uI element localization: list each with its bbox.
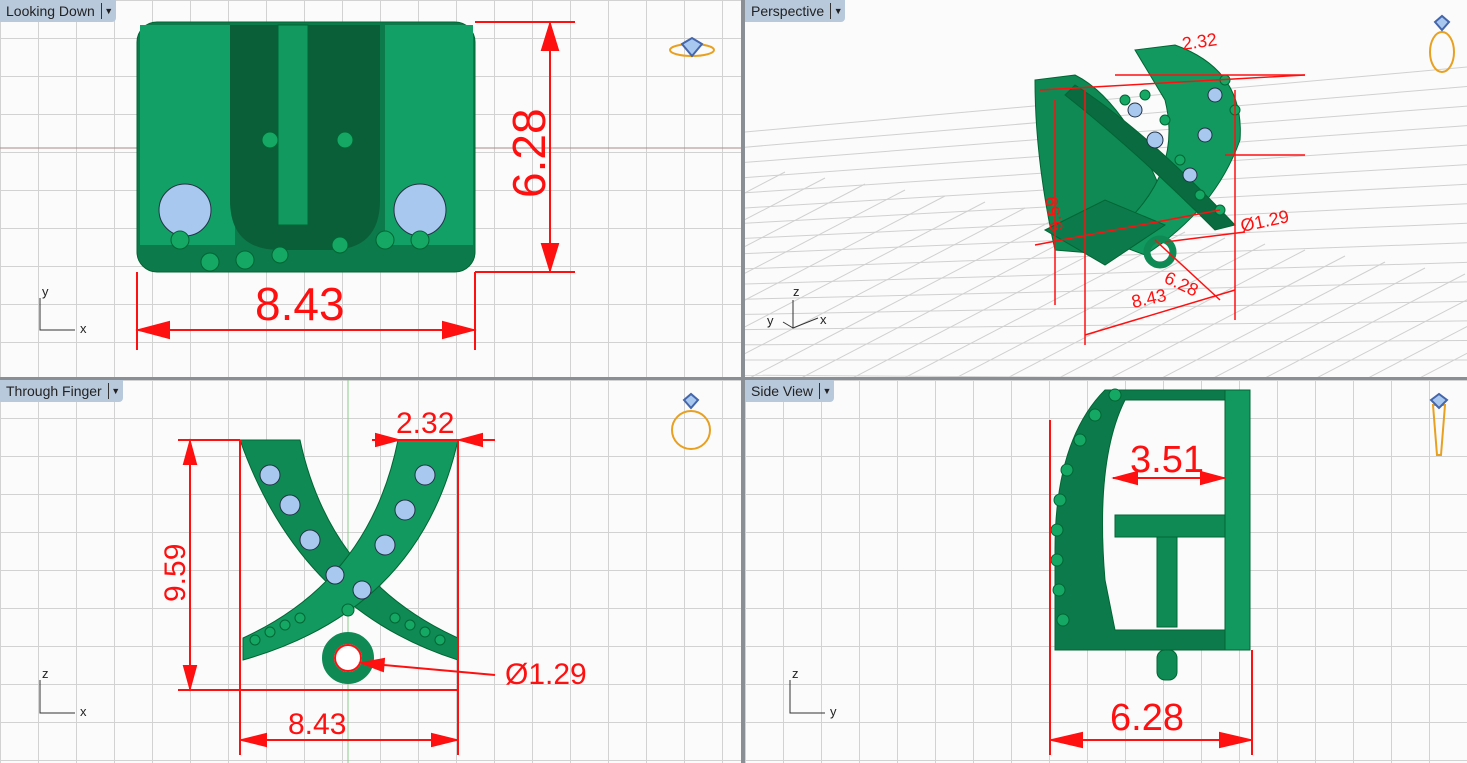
axis-label-z: z [42,666,49,681]
dimension-width-label: 6.28 [1110,697,1184,739]
axis-indicator [789,680,825,714]
viewport-title: Through Finger [6,383,109,399]
viewport-side-view[interactable]: Side View ▼ 3.51 6.28 z y [745,380,1467,763]
ring-front-icon [671,392,711,450]
grid-line [745,183,866,247]
ring-top-icon [669,36,715,58]
axis-label-z: z [793,284,800,299]
grid-line [1368,325,1467,377]
grid-line [745,201,986,328]
grid-line [745,374,1129,377]
dimension-width-label: 8.43 [288,708,346,741]
viewport-through-finger[interactable]: Through Finger ▼ 9.59 2.32 Ø1.29 8.43 z … [0,380,741,763]
ring-side-icon [1429,392,1449,456]
viewport-looking-down[interactable]: Looking Down ▼ 6.28 [0,0,741,377]
model-side-view [1050,388,1251,681]
axis-label-x: x [820,312,827,327]
axis-label-x: x [80,321,87,336]
grid-line [745,339,1467,346]
model-front-view [239,439,459,684]
grid-line [745,171,786,194]
axis-indicator [39,680,75,714]
axis-indicator [39,298,75,331]
grid-line [1285,322,1467,377]
dimension-depth-label: 6.28 [1161,267,1201,300]
grid-line [745,222,1467,255]
model-top-view [136,21,476,273]
grid-line [1125,298,1467,377]
viewport-title-bar[interactable]: Perspective ▼ [745,0,846,22]
grid-line [1317,299,1467,377]
grid-line [745,189,906,274]
dimension-width [135,272,477,350]
dimensions [1049,420,1253,755]
viewport-title: Perspective [751,3,832,19]
viewport-perspective[interactable]: Perspective ▼ 2.32 9.59 Ø1.29 6.28 8.43 … [745,0,1467,377]
grid-line [745,203,1467,239]
grid-line [745,207,1026,355]
ring-perspective-icon [1429,14,1455,73]
axis-label-x: x [80,704,87,719]
grid-line [801,219,1106,377]
dimension-height-label: 9.59 [159,544,192,602]
viewport-title-bar[interactable]: Through Finger ▼ [0,380,123,402]
axis-label-y: y [767,313,774,328]
viewport-title: Looking Down [6,3,102,19]
grid-line [956,237,1226,377]
dimension-width-label: 8.43 [1130,285,1168,312]
grid-line [853,225,1146,377]
grid-line [1111,255,1346,377]
viewport-menu-chevron-icon[interactable]: ▼ [111,386,121,396]
dimension-height [475,20,575,274]
axis-label-z: z [792,666,799,681]
dimensions [178,432,496,755]
viewport-menu-chevron-icon[interactable]: ▼ [104,6,114,16]
grid-line [745,183,1467,224]
grid-line [1008,243,1266,377]
grid-line [745,320,1467,331]
grid-line [1214,267,1426,377]
grid-line [745,281,1467,300]
grid-line [1245,316,1467,377]
model-perspective [1034,44,1241,269]
grid-line [905,231,1186,377]
dimension-height-label: 6.28 [503,108,555,198]
grid-line [1265,273,1466,377]
dimension-top-label: 2.32 [1181,29,1218,54]
grid-line [745,242,1467,270]
perspective-dimensions [1034,74,1306,345]
viewport-menu-chevron-icon[interactable]: ▼ [822,386,832,396]
dimension-diameter-label: Ø1.29 [505,658,587,691]
grid-line [1162,261,1386,377]
axis-label-y: y [830,704,837,719]
viewport-title: Side View [751,383,821,399]
grid-line [745,261,1467,285]
viewport-menu-chevron-icon[interactable]: ▼ [833,6,843,16]
viewport-title-bar[interactable]: Side View ▼ [745,380,835,402]
dimension-top-label: 2.32 [396,407,454,440]
axis-label-y: y [42,284,49,299]
dimension-width-label: 8.43 [255,278,345,330]
dimension-inner-label: 3.51 [1130,439,1204,481]
grid-line [745,300,1467,315]
grid-line [745,195,946,301]
viewport-title-bar[interactable]: Looking Down ▼ [0,0,116,22]
axis-indicator [782,300,819,329]
